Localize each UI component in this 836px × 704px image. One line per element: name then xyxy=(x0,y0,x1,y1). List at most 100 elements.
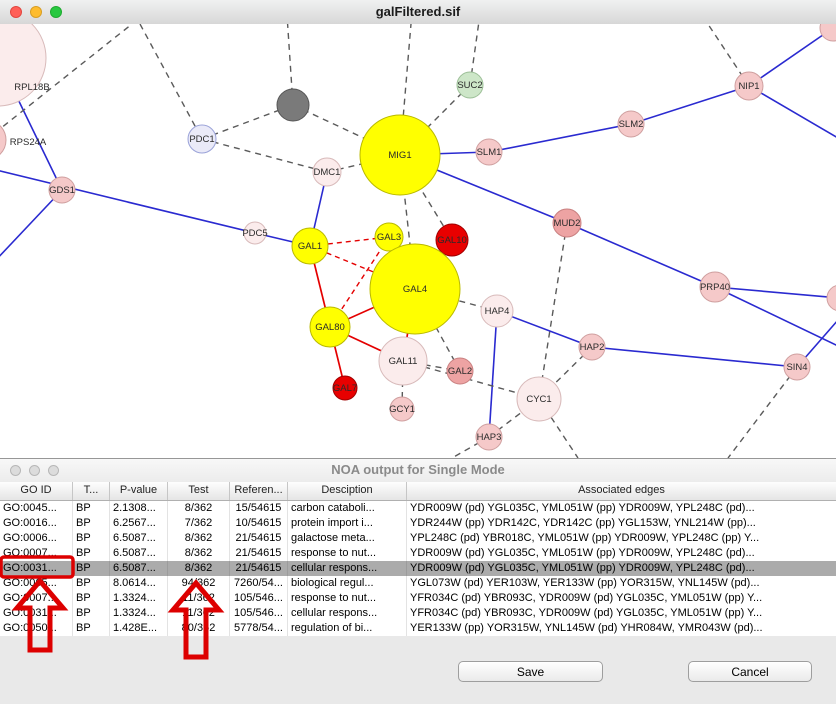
cancel-button[interactable]: Cancel xyxy=(688,661,812,682)
network-node-label: NIP1 xyxy=(738,81,759,92)
table-cell: 21/54615 xyxy=(230,546,288,561)
network-edge xyxy=(630,85,750,125)
table-cell: YPL248C (pd) YBR018C, YML051W (pp) YDR00… xyxy=(410,532,760,544)
save-button[interactable]: Save xyxy=(458,661,603,682)
network-edge xyxy=(591,346,798,368)
table-cell: 6.5087... xyxy=(110,531,168,546)
column-header[interactable]: Desciption xyxy=(288,482,407,500)
network-edge xyxy=(0,189,63,257)
network-node[interactable] xyxy=(435,223,469,257)
table-cell: 8/362 xyxy=(168,501,230,516)
minimize-button[interactable] xyxy=(29,465,40,476)
network-node[interactable] xyxy=(378,336,428,386)
network-window-titlebar[interactable]: galFiltered.sif xyxy=(0,0,836,25)
network-edge xyxy=(0,24,133,130)
table-cell: GO:0050... xyxy=(0,621,73,636)
network-node-label: SUC2 xyxy=(457,80,482,91)
network-node[interactable] xyxy=(552,208,582,238)
network-node[interactable] xyxy=(0,24,47,107)
column-header[interactable]: GO ID xyxy=(0,482,73,500)
table-cell: protein import i... xyxy=(288,516,407,531)
table-cell: 15/54615 xyxy=(230,501,288,516)
table-cell: BP xyxy=(73,606,110,621)
network-node[interactable] xyxy=(456,71,484,99)
network-node-label: SLM2 xyxy=(619,119,644,130)
network-node[interactable] xyxy=(309,306,351,348)
network-edge xyxy=(566,222,716,288)
table-cell: GO:0006... xyxy=(0,531,73,546)
table-cell: BP xyxy=(73,516,110,531)
table-cell: BP xyxy=(73,591,110,606)
table-cell: 5778/54... xyxy=(230,621,288,636)
table-cell: 21/54615 xyxy=(230,561,288,576)
minimize-button[interactable] xyxy=(30,6,42,18)
network-node[interactable] xyxy=(783,353,811,381)
network-node[interactable] xyxy=(48,176,76,204)
network-node[interactable] xyxy=(475,138,503,166)
table-cell: 105/546... xyxy=(230,606,288,621)
window-controls xyxy=(10,6,62,18)
table-cell: YDR244W (pp) YDR142C, YDR142C (pp) YGL15… xyxy=(410,517,756,529)
network-node[interactable] xyxy=(369,243,461,335)
network-node[interactable] xyxy=(699,271,731,303)
network-node[interactable] xyxy=(446,357,474,385)
column-header[interactable]: P-value xyxy=(110,482,168,500)
table-cell: GO:0007... xyxy=(0,546,73,561)
table-cell: 8/362 xyxy=(168,531,230,546)
table-cell: 105/546... xyxy=(230,591,288,606)
column-header[interactable]: Test xyxy=(168,482,230,500)
zoom-button[interactable] xyxy=(50,6,62,18)
table-cell: 2.1308... xyxy=(110,501,168,516)
network-node-label: HAP2 xyxy=(580,342,605,353)
network-node[interactable] xyxy=(0,120,7,160)
network-node[interactable] xyxy=(475,423,503,451)
table-cell: biological regul... xyxy=(288,576,407,591)
network-edge xyxy=(399,24,412,156)
table-cell: 6.5087... xyxy=(110,546,168,561)
table-cell: 11/362 xyxy=(168,606,230,621)
network-node[interactable] xyxy=(291,227,329,265)
network-node[interactable] xyxy=(617,110,645,138)
network-node[interactable] xyxy=(243,221,267,245)
network-node[interactable] xyxy=(187,124,217,154)
noa-window-titlebar[interactable]: NOA output for Single Mode xyxy=(0,459,836,483)
network-node-label: GAL80 xyxy=(315,322,345,333)
zoom-button[interactable] xyxy=(48,465,59,476)
network-node[interactable] xyxy=(826,285,836,311)
network-node-label: GAL7 xyxy=(333,383,357,394)
network-node[interactable] xyxy=(332,375,358,401)
network-node[interactable] xyxy=(578,333,606,361)
table-cell: BP xyxy=(73,546,110,561)
table-cell: YER133W (pp) YOR315W, YNL145W (pd) YHR08… xyxy=(410,622,763,634)
network-node[interactable] xyxy=(389,396,415,422)
network-node[interactable] xyxy=(276,88,310,122)
column-header[interactable]: T... xyxy=(73,482,110,500)
network-node[interactable] xyxy=(359,114,441,196)
network-node[interactable] xyxy=(734,71,764,101)
network-node[interactable] xyxy=(312,157,342,187)
network-node[interactable] xyxy=(480,294,514,328)
column-header[interactable]: Referen... xyxy=(230,482,288,500)
column-header[interactable]: Associated edges xyxy=(578,484,665,496)
network-node[interactable] xyxy=(516,376,562,422)
close-button[interactable] xyxy=(10,6,22,18)
close-button[interactable] xyxy=(10,465,21,476)
network-node-label: RPS24A xyxy=(10,137,47,148)
table-cell: GO:0065... xyxy=(0,576,73,591)
network-node[interactable] xyxy=(374,222,404,252)
network-node[interactable] xyxy=(819,24,836,42)
network-edge xyxy=(538,222,568,400)
table-cell: BP xyxy=(73,501,110,516)
window-controls xyxy=(10,465,59,476)
table-cell: 8/362 xyxy=(168,546,230,561)
